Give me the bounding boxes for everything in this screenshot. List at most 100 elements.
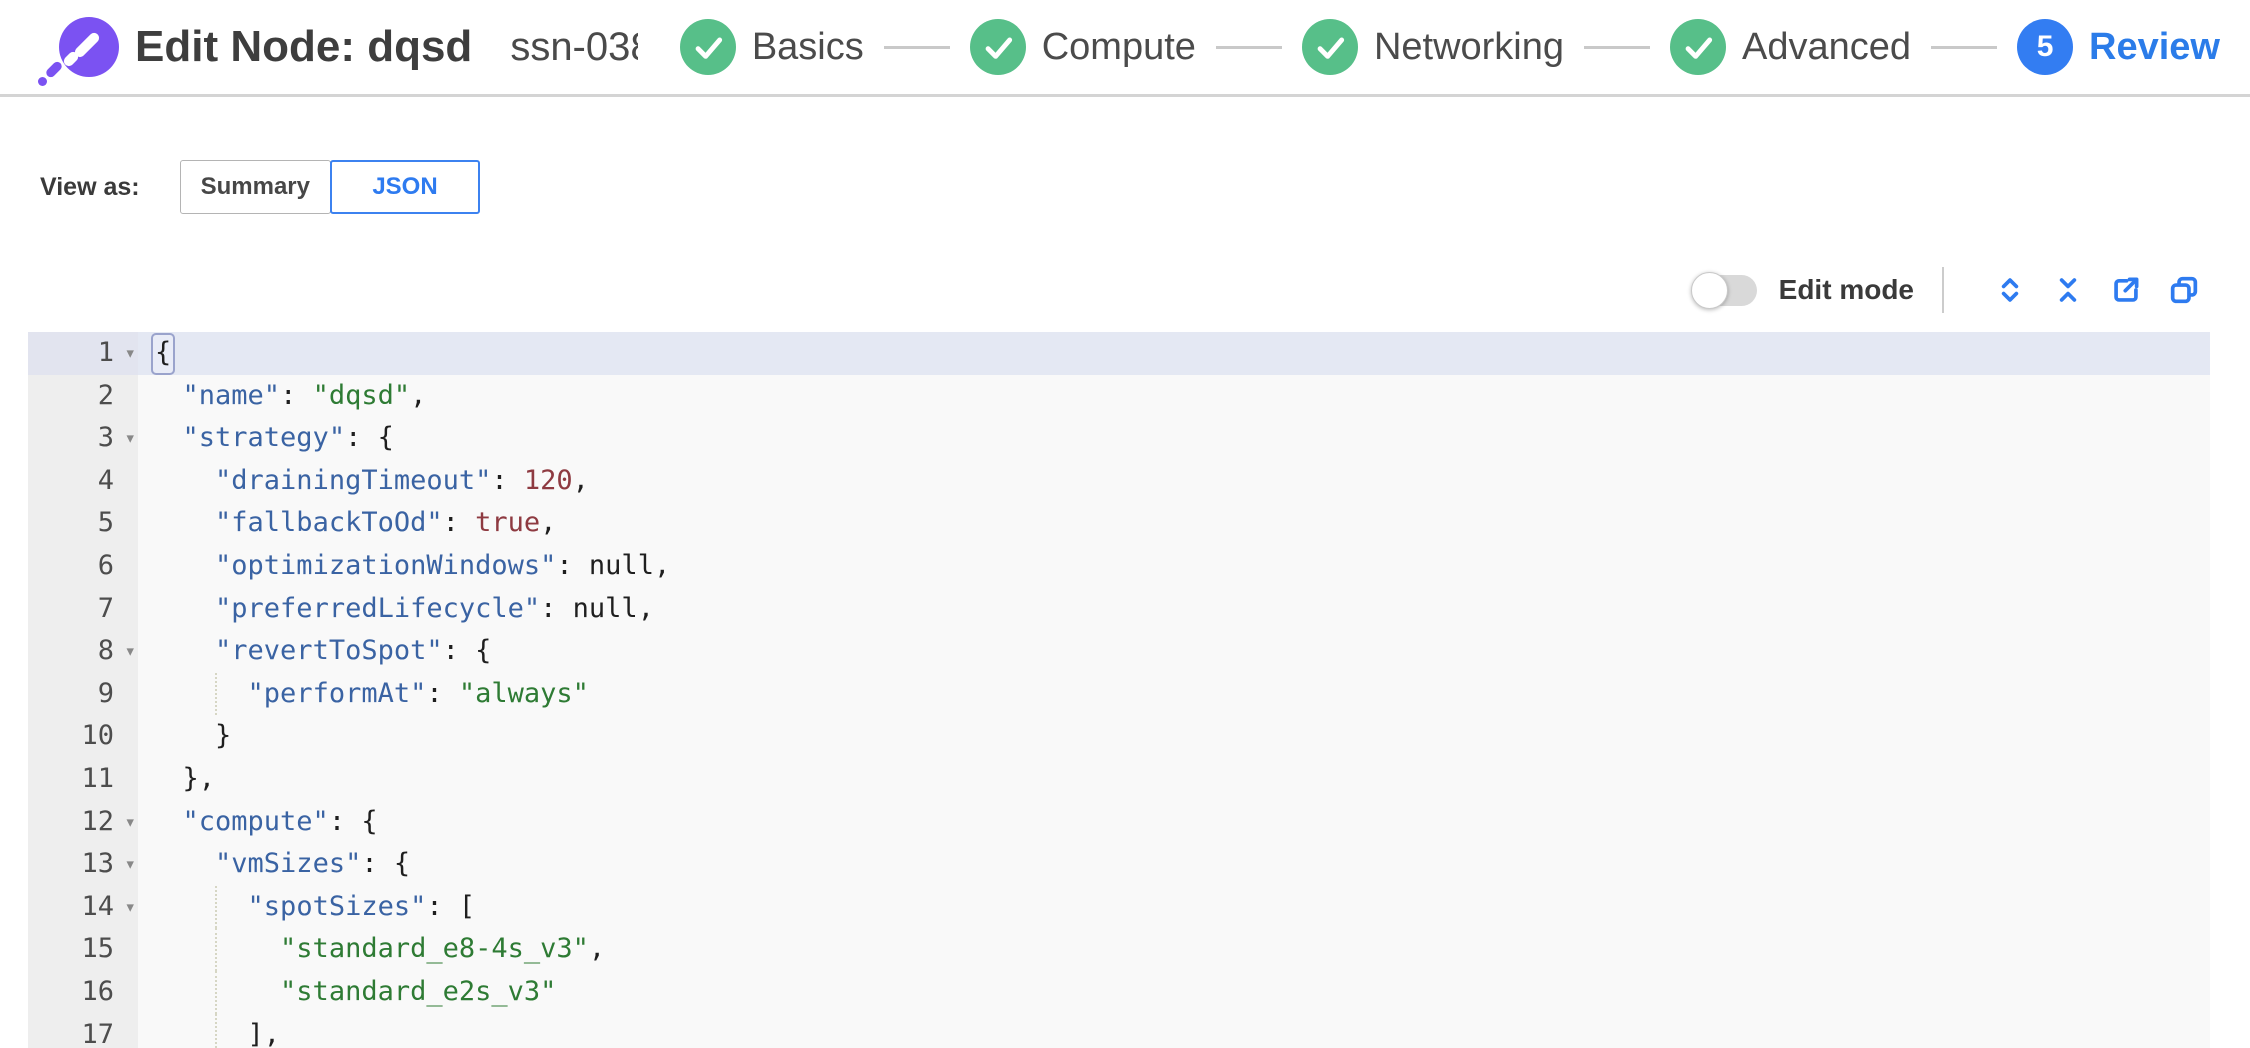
editor-line[interactable]: 14▾ "spotSizes": [ bbox=[28, 885, 2210, 929]
fold-toggle-icon[interactable]: ▾ bbox=[124, 342, 136, 364]
step-label: Review bbox=[2089, 25, 2220, 68]
code-text[interactable]: "performAt": "always" bbox=[138, 672, 2210, 716]
code-token: ], bbox=[150, 1018, 281, 1048]
line-number: 1▾ bbox=[28, 332, 138, 375]
code-token bbox=[150, 848, 215, 879]
code-token: : bbox=[556, 549, 589, 581]
code-text[interactable]: "revertToSpot": { bbox=[138, 630, 2210, 673]
view-as-toggle: Summary JSON bbox=[179, 160, 480, 214]
code-token: "vmSizes" bbox=[215, 848, 362, 880]
code-token: "strategy" bbox=[182, 422, 346, 454]
editor-line[interactable]: 9 "performAt": "always" bbox=[28, 672, 2210, 716]
editor-line[interactable]: 11 }, bbox=[28, 757, 2210, 801]
code-token bbox=[150, 635, 215, 666]
code-text[interactable]: "compute": { bbox=[138, 800, 2210, 844]
step-networking[interactable]: Networking bbox=[1301, 19, 1565, 75]
code-text[interactable]: "standard_e8-4s_v3", bbox=[138, 928, 2210, 971]
code-text[interactable]: "strategy": { bbox=[138, 417, 2210, 460]
code-text[interactable]: "name": "dqsd", bbox=[138, 374, 2210, 418]
code-token bbox=[150, 806, 183, 837]
json-editor[interactable]: 1▾{2 "name": "dqsd",3▾ "strategy": {4 "d… bbox=[28, 332, 2210, 1048]
check-icon bbox=[1670, 19, 1727, 75]
code-token: "revertToSpot" bbox=[215, 635, 443, 667]
code-text[interactable]: ], bbox=[138, 1013, 2210, 1048]
step-advanced[interactable]: Advanced bbox=[1670, 19, 1911, 75]
code-token: true bbox=[475, 507, 541, 539]
code-token: }, bbox=[150, 762, 216, 794]
line-number: 12▾ bbox=[28, 800, 138, 844]
page-title: Edit Node: dqsd bbox=[135, 22, 473, 71]
editor-line[interactable]: 13▾ "vmSizes": { bbox=[28, 843, 2210, 886]
editor-line[interactable]: 3▾ "strategy": { bbox=[28, 417, 2210, 460]
editor-line[interactable]: 4 "drainingTimeout": 120, bbox=[28, 459, 2210, 503]
code-text[interactable]: "standard_e2s_v3" bbox=[138, 970, 2210, 1014]
editor-line[interactable]: 2 "name": "dqsd", bbox=[28, 374, 2210, 418]
line-number: 16 bbox=[28, 970, 138, 1014]
fold-toggle-icon[interactable]: ▾ bbox=[124, 427, 136, 450]
line-number: 15 bbox=[28, 928, 138, 971]
code-token: : bbox=[280, 379, 313, 411]
editor-line[interactable]: 8▾ "revertToSpot": { bbox=[28, 630, 2210, 673]
code-text[interactable]: "optimizationWindows": null, bbox=[138, 544, 2210, 588]
line-number: 10 bbox=[28, 715, 138, 758]
editor-line[interactable]: 6 "optimizationWindows": null, bbox=[28, 544, 2210, 588]
code-token: : { bbox=[361, 848, 411, 880]
fold-toggle-icon[interactable]: ▾ bbox=[124, 853, 136, 876]
step-label: Networking bbox=[1373, 25, 1565, 68]
code-token: "dqsd" bbox=[312, 379, 411, 411]
code-text[interactable]: { bbox=[138, 332, 2210, 375]
code-token: , bbox=[637, 592, 654, 624]
step-review[interactable]: 5 Review bbox=[2017, 19, 2220, 75]
editor-line[interactable]: 5 "fallbackToOd": true, bbox=[28, 502, 2210, 545]
code-token: "name" bbox=[182, 379, 281, 411]
step-connector bbox=[883, 45, 950, 49]
code-token: : bbox=[426, 677, 459, 709]
view-summary-button[interactable]: Summary bbox=[179, 160, 331, 214]
code-text[interactable]: "fallbackToOd": true, bbox=[138, 502, 2210, 545]
editor-line[interactable]: 1▾{ bbox=[28, 332, 2210, 375]
copy-icon[interactable] bbox=[2166, 272, 2202, 308]
editor-line[interactable]: 10 } bbox=[28, 715, 2210, 758]
code-token: , bbox=[410, 379, 427, 411]
code-text[interactable]: "vmSizes": { bbox=[138, 843, 2210, 886]
code-token bbox=[150, 933, 280, 964]
line-number: 8▾ bbox=[28, 630, 138, 673]
code-token: null bbox=[572, 592, 638, 624]
editor-line[interactable]: 12▾ "compute": { bbox=[28, 800, 2210, 844]
code-token: , bbox=[540, 507, 557, 539]
editor-line[interactable]: 15 "standard_e8-4s_v3", bbox=[28, 928, 2210, 971]
step-compute[interactable]: Compute bbox=[969, 19, 1196, 75]
code-text[interactable]: "drainingTimeout": 120, bbox=[138, 459, 2210, 503]
toolbar-divider bbox=[1942, 267, 1944, 313]
step-basics[interactable]: Basics bbox=[679, 19, 864, 75]
line-number: 2 bbox=[28, 374, 138, 418]
editor-line[interactable]: 7 "preferredLifecycle": null, bbox=[28, 587, 2210, 631]
wizard-stepper: Basics Compute Networking bbox=[679, 19, 2220, 75]
view-json-button[interactable]: JSON bbox=[330, 160, 480, 214]
expand-all-icon[interactable] bbox=[1992, 272, 2028, 308]
step-label: Compute bbox=[1041, 25, 1196, 68]
collapse-all-icon[interactable] bbox=[2050, 272, 2086, 308]
code-text[interactable]: } bbox=[138, 715, 2210, 758]
edit-mode-toggle[interactable] bbox=[1690, 271, 1757, 309]
step-label: Basics bbox=[751, 25, 864, 68]
code-text[interactable]: "spotSizes": [ bbox=[138, 885, 2210, 929]
code-token: "fallbackToOd" bbox=[215, 507, 443, 539]
code-token: : bbox=[491, 464, 524, 496]
code-token: null bbox=[588, 549, 654, 581]
code-token: , bbox=[653, 549, 671, 581]
code-text[interactable]: "preferredLifecycle": null, bbox=[138, 587, 2210, 631]
code-token bbox=[150, 422, 183, 453]
fold-toggle-icon[interactable]: ▾ bbox=[124, 640, 136, 663]
editor-line[interactable]: 16 "standard_e2s_v3" bbox=[28, 970, 2210, 1014]
check-icon bbox=[1301, 19, 1358, 75]
fold-toggle-icon[interactable]: ▾ bbox=[124, 895, 136, 918]
code-token bbox=[150, 976, 280, 1007]
fold-toggle-icon[interactable]: ▾ bbox=[124, 810, 136, 833]
editor-line[interactable]: 17 ], bbox=[28, 1013, 2210, 1048]
export-icon[interactable] bbox=[2108, 272, 2144, 308]
code-token: "spotSizes" bbox=[247, 890, 427, 922]
editor-toolbar: Edit mode bbox=[1690, 262, 2202, 318]
code-text[interactable]: }, bbox=[138, 757, 2210, 801]
